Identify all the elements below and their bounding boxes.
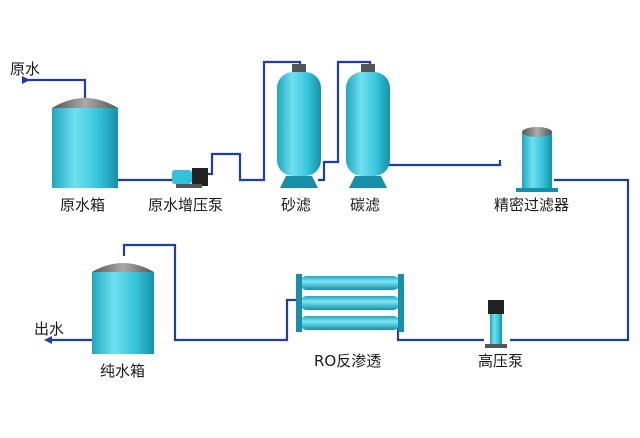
precision-filter-label: 精密过滤器: [494, 196, 570, 214]
sand-filter: [277, 64, 321, 188]
ro-membrane-label: RO反渗透: [314, 352, 382, 370]
high-pressure-pump: [485, 300, 507, 348]
carbon-filter-label: 碳滤: [350, 196, 381, 214]
pipe-ro-to-pure: [122, 243, 300, 342]
booster-pump-label: 原水增压泵: [148, 196, 224, 214]
pipe-pump-to-sand: [206, 60, 302, 182]
inlet-arrow-head: [22, 76, 30, 84]
sand-filter-label: 砂滤: [281, 196, 312, 214]
pipe-inlet: [22, 78, 87, 102]
raw-water-tank-label: 原水箱: [60, 196, 106, 214]
pipes: [22, 60, 630, 342]
pure-water-tank-label: 纯水箱: [100, 362, 146, 380]
ro-membrane: [296, 274, 404, 332]
high-pressure-pump-label: 高压泵: [478, 352, 524, 370]
pure-water-tank: [92, 263, 154, 354]
water-outlet-label: 出水: [34, 320, 65, 338]
pipe-precision-to-hpump: [510, 178, 630, 342]
outlet-arrow-head: [44, 336, 52, 344]
raw-water-inlet-label: 原水: [10, 60, 41, 78]
pipe-hpump-to-ro: [396, 325, 484, 342]
precision-filter: [516, 127, 558, 192]
pipe-sand-to-carbon: [318, 60, 372, 182]
raw-water-tank: [52, 98, 118, 188]
pipe-carbon-to-precision: [388, 160, 502, 167]
carbon-filter: [346, 64, 390, 188]
booster-pump: [172, 168, 208, 188]
